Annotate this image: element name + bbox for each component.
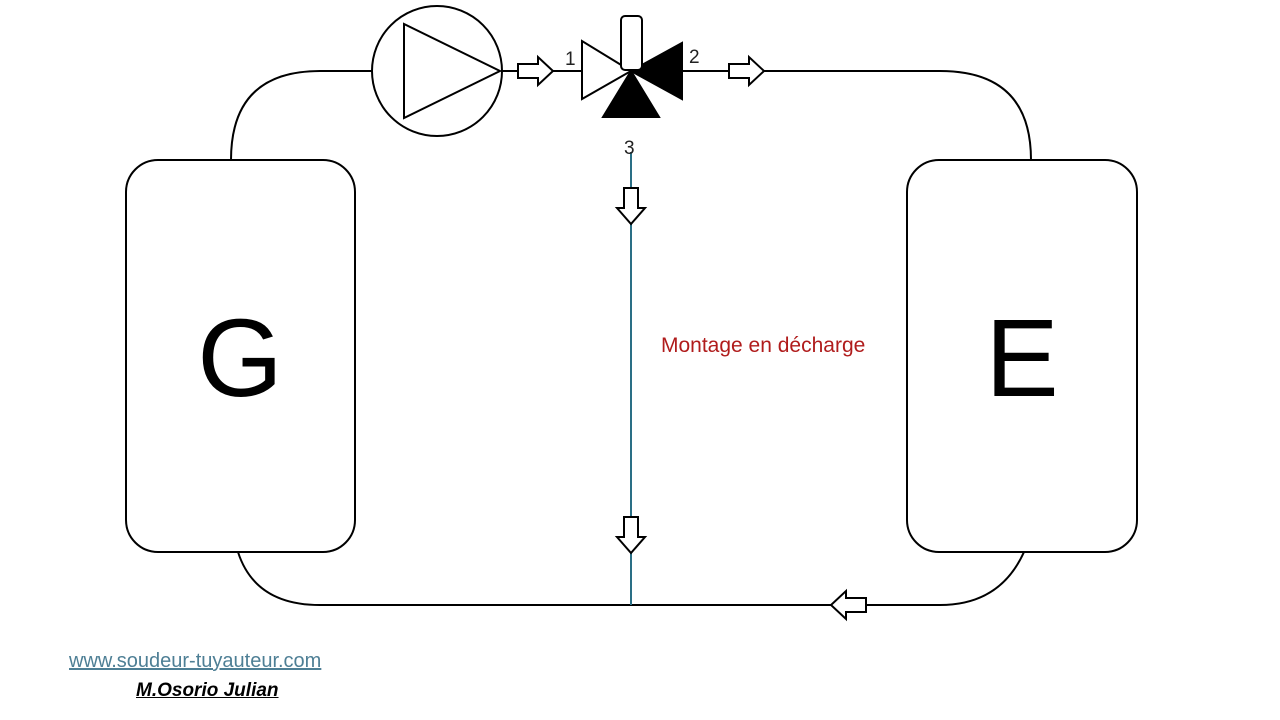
emitter-box	[906, 159, 1138, 553]
flow-arrows	[517, 54, 867, 622]
author-name: M.Osorio Julian	[136, 680, 279, 701]
flow-arrow-icon	[614, 187, 648, 226]
circulator-pump-icon	[371, 5, 503, 137]
website-link[interactable]: www.soudeur-tuyauteur.com	[69, 650, 322, 672]
supply-pipe-right	[682, 70, 1032, 161]
diagram-caption: Montage en décharge	[661, 334, 865, 357]
valve-port-2-label: 2	[689, 47, 700, 68]
flow-arrow-icon	[614, 516, 648, 555]
supply-pipe-left	[230, 70, 373, 161]
valve-port-3-triangle	[601, 69, 661, 118]
valve-port-3-label: 3	[624, 138, 635, 159]
flow-arrow-icon	[829, 588, 867, 622]
generator-label: G	[197, 297, 283, 420]
flow-arrow-icon	[517, 54, 555, 88]
emitter-label: E	[985, 297, 1058, 420]
valve-port-1-label: 1	[565, 49, 576, 70]
three-way-valve-icon	[581, 15, 683, 118]
generator-box	[125, 159, 356, 553]
valve-port-1-triangle	[581, 39, 633, 101]
valve-port-2-triangle	[628, 41, 683, 101]
flow-arrow-icon	[728, 54, 766, 88]
valve-actuator	[620, 15, 643, 71]
